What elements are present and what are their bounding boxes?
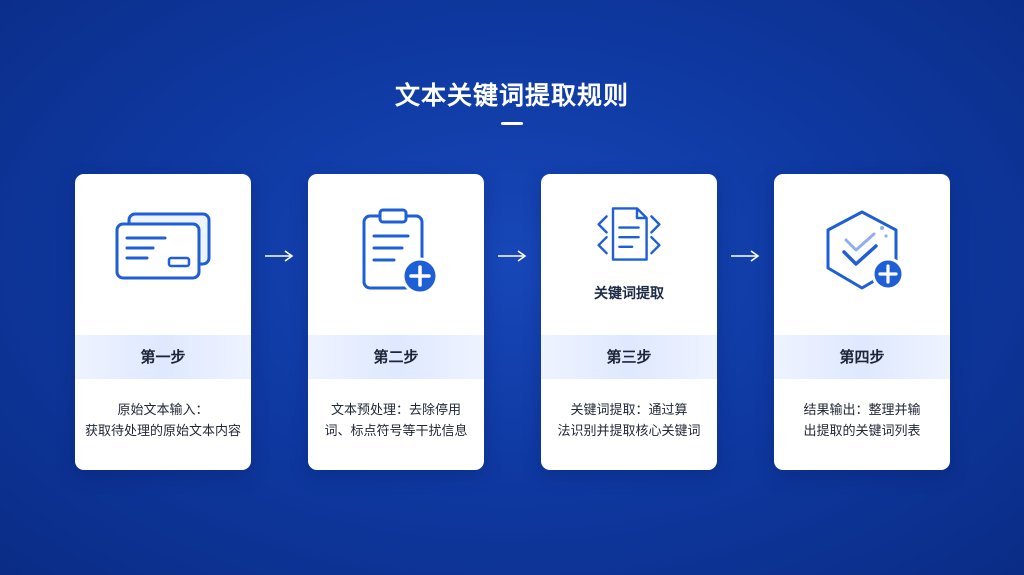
step-description-line: 词、标点符号等干扰信息: [324, 424, 468, 439]
step-label: 第一步: [75, 335, 251, 379]
step-card-1: 第一步 原始文本输入： 获取待处理的原始文本内容: [75, 174, 251, 470]
step-description-line: 获取待处理的原始文本内容: [85, 424, 242, 439]
code-document-icon: [597, 207, 661, 261]
step-label: 第四步: [774, 335, 950, 379]
step-label: 第二步: [308, 335, 484, 379]
arrow-right-icon: [731, 250, 760, 262]
step-description-line: 结果输出：整理并输: [803, 403, 921, 418]
page-title: 文本关键词提取规则: [394, 81, 629, 110]
step-description: 结果输出：整理并输 出提取的关键词列表: [784, 400, 940, 442]
step-description: 关键词提取：通过算 法识别并提取核心关键词: [551, 400, 707, 442]
step-description-line: 出提取的关键词列表: [803, 424, 921, 439]
step-description: 文本预处理：去除停用 词、标点符号等干扰信息: [318, 400, 474, 442]
document-cards-icon: [115, 212, 211, 280]
step-card-4: 第四步 结果输出：整理并输 出提取的关键词列表: [774, 174, 950, 470]
step-description-line: 原始文本输入：: [117, 403, 209, 418]
step-description-line: 法识别并提取核心关键词: [557, 424, 701, 439]
icon-caption: 关键词提取: [594, 286, 664, 302]
arrow-right-icon: [498, 250, 527, 262]
step-description: 原始文本输入： 获取待处理的原始文本内容: [85, 400, 241, 442]
hexagon-check-plus-icon: [826, 210, 905, 291]
arrow-right-icon: [265, 250, 294, 262]
step-description-line: 关键词提取：通过算: [570, 403, 688, 418]
step-label: 第三步: [541, 335, 717, 379]
step-description-line: 文本预处理：去除停用: [330, 403, 461, 418]
step-card-2: 第二步 文本预处理：去除停用 词、标点符号等干扰信息: [308, 174, 484, 470]
step-card-3: 关键词提取 第三步 关键词提取：通过算 法识别并提取核心关键词: [541, 174, 717, 470]
clipboard-plus-icon: [362, 208, 439, 295]
title-underline: [501, 122, 523, 125]
